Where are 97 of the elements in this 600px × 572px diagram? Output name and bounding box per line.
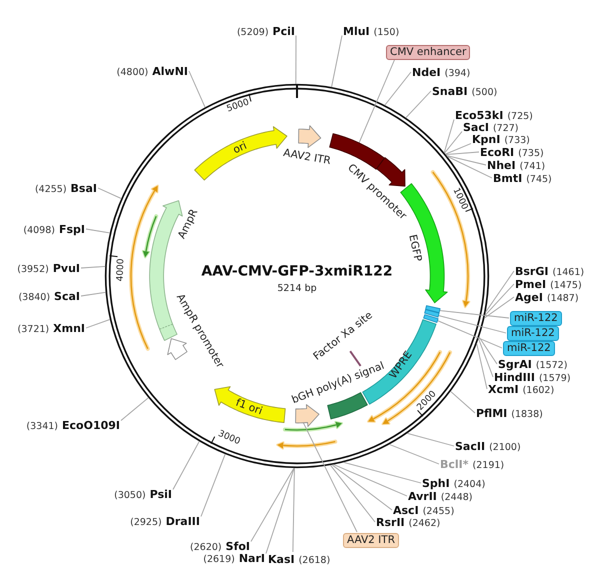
restriction-site-label: (4098) FspI <box>23 222 85 236</box>
restriction-site-label: PmeI (1475) <box>515 278 582 290</box>
leader-line <box>484 284 514 316</box>
restriction-site-label: (2925) DraIII <box>130 514 200 528</box>
feature-tag: AAV2 ITR <box>343 532 399 548</box>
leader-line <box>332 464 392 510</box>
restriction-site-label: (2619) NarI <box>203 552 265 564</box>
restriction-site-label: EcoRI (735) <box>480 146 544 158</box>
feature-label: EGFP <box>406 233 424 263</box>
restriction-site-label: SacI (727) <box>463 120 519 134</box>
leader-line <box>333 464 408 496</box>
leader-line <box>436 320 502 348</box>
leader-line <box>476 343 488 390</box>
restriction-site-label: PflMI (1838) <box>476 406 543 420</box>
leader-line <box>80 292 106 296</box>
restriction-site-label: BsrGI (1461) <box>515 264 584 278</box>
leader-line <box>446 156 492 178</box>
restriction-site-label: RsrII (2462) <box>376 516 440 528</box>
leader-line <box>444 143 472 155</box>
feature-tag: miR-122 <box>510 310 562 326</box>
feature-label: f1 ori <box>234 396 264 418</box>
feature-label: ori <box>231 140 249 156</box>
leader-line <box>444 131 462 154</box>
leader-line <box>172 440 200 490</box>
leader-line <box>405 90 432 118</box>
restriction-site-label: KasI (2618) <box>268 552 330 566</box>
restriction-site-label: SgrAI (1572) <box>498 358 568 370</box>
leader-line <box>388 444 440 464</box>
restriction-site-label: (4255) BsaI <box>34 182 97 194</box>
leader-line <box>446 155 486 166</box>
restriction-site-label: BclI* (2191) <box>440 458 504 470</box>
leader-line <box>200 454 226 517</box>
scale-label: 4000 <box>115 258 126 282</box>
leader-line <box>484 296 514 319</box>
restriction-site-label: (2620) SfoI <box>190 540 250 552</box>
restriction-site-label: MluI (150) <box>343 24 400 38</box>
leader-line <box>450 390 476 414</box>
leader-line <box>438 315 506 334</box>
leader-line <box>250 468 294 542</box>
leader-line <box>80 266 106 268</box>
restriction-site-label: AvrII (2448) <box>408 490 472 502</box>
leader-line <box>266 468 295 554</box>
restriction-site-label: BmtI (745) <box>493 172 552 184</box>
feature-tag: miR-122 <box>507 326 559 340</box>
leader-line <box>331 35 342 88</box>
leader-line <box>384 72 412 106</box>
restriction-site-label: XcmI (1602) <box>488 382 554 396</box>
restriction-site-label: (3341) EcoO109I <box>26 418 120 432</box>
leader-line <box>292 468 295 552</box>
feature-block <box>167 338 188 360</box>
plasmid-name: AAV-CMV-GFP-3xmiR122 <box>201 264 393 280</box>
restriction-site-label: NheI (741) <box>487 158 546 172</box>
leader-line <box>302 422 358 532</box>
leader-line <box>120 397 149 421</box>
restriction-site-label: (3050) PsiI <box>114 488 172 500</box>
restriction-site-label: KpnI (733) <box>472 132 530 146</box>
leader-line <box>478 338 494 378</box>
feature-block <box>214 386 286 424</box>
leader-line <box>343 462 422 484</box>
restriction-site-label: Eco53kI (725) <box>455 108 533 122</box>
leader-line <box>188 70 206 108</box>
feature-block <box>294 404 320 428</box>
restriction-site-label: AgeI (1487) <box>515 290 579 304</box>
restriction-site-label: (4800) AlwNI <box>116 64 188 78</box>
leader-line <box>444 119 454 154</box>
leader-line <box>485 270 514 313</box>
leader-line <box>406 432 454 446</box>
feature-tag: miR-122 <box>503 340 555 356</box>
restriction-site-label: SnaBI (500) <box>432 84 498 98</box>
sequence-length: 5214 bp <box>277 284 317 294</box>
restriction-site-label: SacII (2100) <box>455 440 521 452</box>
scale-label: 1000 <box>450 186 470 212</box>
leader-line <box>439 310 510 318</box>
leader-line <box>98 188 122 199</box>
scale-label: 3000 <box>216 429 242 448</box>
restriction-site-label: SphI (2404) <box>422 476 486 490</box>
feature-label: AAV2 ITR <box>282 146 332 168</box>
restriction-site-label: (5209) PciI <box>236 24 295 38</box>
feature-segment <box>425 304 441 314</box>
leader-line <box>86 228 110 234</box>
leader-line <box>295 35 296 84</box>
restriction-site-label: (3952) PvuI <box>17 262 80 274</box>
restriction-site-label: (3840) ScaI <box>18 290 80 302</box>
scale-label: 5000 <box>226 97 251 114</box>
feature-block <box>298 124 321 148</box>
leader-line <box>478 336 498 364</box>
leader-line <box>330 464 376 522</box>
leader-line <box>445 152 480 155</box>
restriction-site-label: NdeI (394) <box>412 66 470 78</box>
feature-tag: CMV enhancer <box>386 44 470 60</box>
restriction-site-label: (3721) XmnI <box>18 322 85 334</box>
feature-segment <box>424 309 440 318</box>
feature-segment <box>422 314 438 323</box>
restriction-site-label: AscI (2455) <box>393 504 454 516</box>
restriction-site-label: HindIII (1579) <box>494 370 571 384</box>
leader-line <box>86 319 110 328</box>
leader-line <box>358 60 395 144</box>
